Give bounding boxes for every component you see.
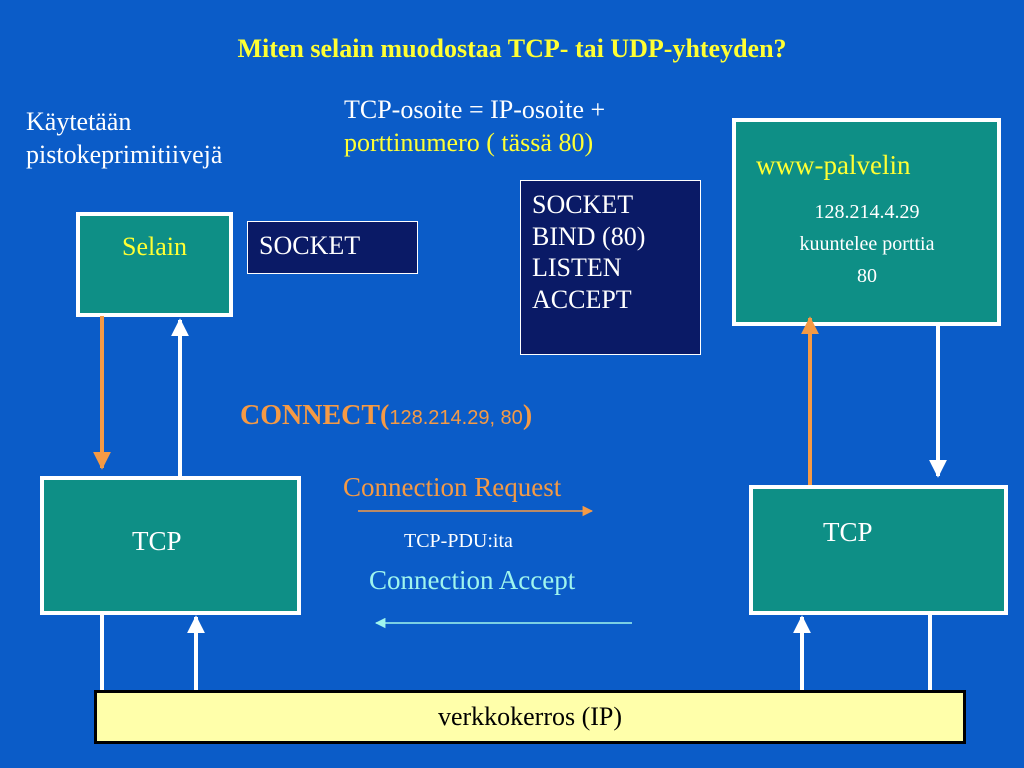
connect-keyword: CONNECT( bbox=[240, 400, 390, 431]
browser-label: Selain bbox=[122, 232, 187, 261]
connection-accept-label: Connection Accept bbox=[369, 565, 576, 595]
intro-text: Käytetään pistokeprimitiivejä bbox=[26, 106, 222, 171]
address-note-line-1: TCP-osoite = IP-osoite + bbox=[344, 95, 606, 124]
server-box: www-palvelin 128.214.4.29 kuuntelee port… bbox=[732, 118, 1001, 326]
tcp-left-box: TCP bbox=[40, 476, 301, 615]
tcp-left-label: TCP bbox=[132, 526, 182, 556]
address-note-line-2: porttinumero ( tässä 80) bbox=[344, 127, 594, 157]
tcp-right-label: TCP bbox=[823, 517, 873, 547]
address-note: TCP-osoite = IP-osoite + porttinumero ( … bbox=[344, 94, 605, 159]
tcp-pdu-label: TCP-PDU:ita bbox=[404, 530, 513, 552]
client-socket-box: SOCKET bbox=[247, 221, 418, 274]
server-listen-line-1: kuuntelee porttia bbox=[799, 233, 935, 255]
server-calls-box: SOCKET BIND (80) LISTEN ACCEPT bbox=[520, 180, 701, 355]
connect-close: ) bbox=[522, 400, 533, 431]
connect-call: CONNECT(128.214.29, 80) bbox=[240, 400, 532, 432]
server-call-listen: LISTEN bbox=[532, 253, 622, 283]
server-listen-line-2: 80 bbox=[857, 265, 877, 287]
server-title: www-palvelin bbox=[756, 150, 911, 180]
server-call-bind: BIND (80) bbox=[532, 221, 646, 251]
intro-line-1: Käytetään bbox=[26, 107, 132, 136]
server-details: 128.214.4.29 kuuntelee porttia 80 bbox=[736, 196, 998, 292]
page-title: Miten selain muodostaa TCP- tai UDP-yhte… bbox=[237, 34, 787, 63]
server-calls-list: SOCKET BIND (80) LISTEN ACCEPT bbox=[521, 181, 700, 316]
server-call-accept: ACCEPT bbox=[532, 285, 632, 315]
client-socket-label: SOCKET bbox=[259, 231, 361, 260]
connect-args: 128.214.29, 80 bbox=[389, 407, 523, 429]
browser-box: Selain bbox=[76, 212, 233, 317]
connection-request-label: Connection Request bbox=[343, 472, 562, 502]
server-address: 128.214.4.29 bbox=[814, 201, 920, 223]
network-layer-bar: verkkokerros (IP) bbox=[94, 690, 966, 744]
intro-line-2: pistokeprimitiivejä bbox=[26, 139, 223, 169]
server-call-socket: SOCKET bbox=[532, 190, 634, 219]
tcp-right-box: TCP bbox=[749, 485, 1008, 615]
